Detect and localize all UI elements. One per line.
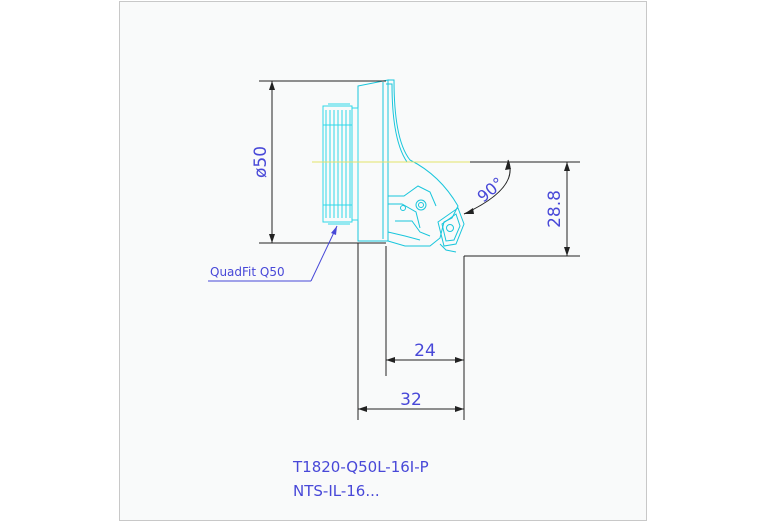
dim-diameter-label: ø50 [251,146,271,178]
dimension-arrows [269,81,570,412]
part-number: T1820-Q50L-16I-P [292,458,429,476]
quadfit-adapter [322,103,359,225]
drawing-frame [119,1,647,521]
adapter-leader [208,225,338,282]
insert-code: NTS-IL-16... [293,482,380,500]
dim-length-inner-label: 24 [414,341,436,361]
adapter-label: QuadFit Q50 [210,265,285,279]
dimension-lines [259,80,580,420]
adapter-leader-arrow [331,226,337,235]
tool-body [357,79,465,253]
dim-height-label: 28.8 [545,190,565,228]
dim-length-outer-label: 32 [400,390,422,410]
